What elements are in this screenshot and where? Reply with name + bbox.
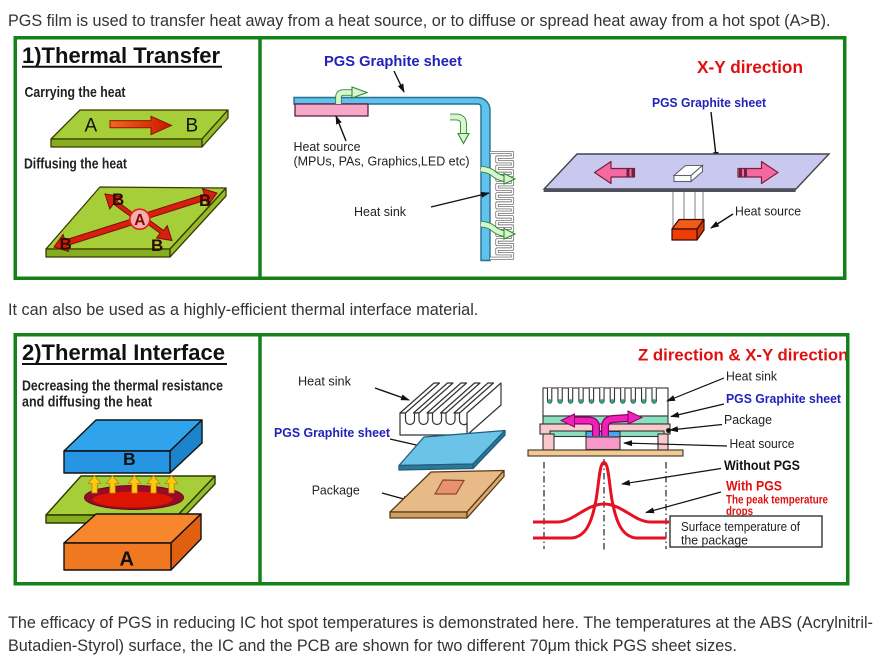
svg-text:A: A	[120, 549, 134, 571]
svg-text:Package: Package	[724, 412, 772, 427]
svg-text:Package: Package	[312, 483, 360, 498]
svg-text:B: B	[151, 236, 163, 255]
svg-text:Heat sink: Heat sink	[726, 369, 777, 384]
svg-text:Diffusing the heat: Diffusing the heat	[24, 156, 127, 173]
svg-text:The peak temperature: The peak temperature	[726, 495, 828, 507]
svg-text:PGS Graphite sheet: PGS Graphite sheet	[274, 426, 391, 440]
svg-text:B: B	[60, 235, 72, 254]
svg-text:X-Y direction: X-Y direction	[697, 57, 803, 77]
svg-text:and diffusing the heat: and diffusing the heat	[22, 394, 152, 411]
svg-text:the package: the package	[681, 533, 748, 548]
svg-text:Heat sink: Heat sink	[298, 374, 351, 389]
svg-text:With PGS: With PGS	[726, 478, 782, 494]
svg-text:B: B	[112, 190, 124, 209]
svg-text:Heat sink: Heat sink	[354, 204, 406, 219]
svg-text:drops: drops	[726, 506, 753, 518]
svg-text:B: B	[186, 116, 199, 137]
svg-text:Heat source: Heat source	[730, 436, 795, 451]
svg-text:B: B	[199, 191, 211, 210]
svg-text:Surface temperature of: Surface temperature of	[681, 519, 800, 534]
svg-text:PGS Graphite sheet: PGS Graphite sheet	[652, 96, 767, 110]
svg-text:PGS Graphite sheet: PGS Graphite sheet	[726, 392, 842, 406]
svg-text:(MPUs, PAs, Graphics,LED etc): (MPUs, PAs, Graphics,LED etc)	[294, 154, 470, 169]
svg-text:Without PGS: Without PGS	[724, 457, 800, 473]
svg-text:A: A	[85, 116, 98, 137]
svg-text:Z direction & X-Y direction: Z direction & X-Y direction	[638, 346, 848, 365]
svg-text:2)Thermal Interface: 2)Thermal Interface	[22, 340, 225, 365]
svg-text:1)Thermal Transfer: 1)Thermal Transfer	[22, 43, 221, 68]
svg-text:A: A	[134, 212, 145, 229]
svg-text:Decreasing the thermal resista: Decreasing the thermal resistance	[22, 378, 223, 395]
svg-text:Heat source: Heat source	[294, 139, 361, 154]
svg-text:Heat source: Heat source	[735, 204, 801, 219]
svg-text:PGS Graphite sheet: PGS Graphite sheet	[324, 53, 462, 70]
svg-text:B: B	[123, 449, 136, 469]
svg-text:Carrying the heat: Carrying the heat	[25, 84, 126, 101]
